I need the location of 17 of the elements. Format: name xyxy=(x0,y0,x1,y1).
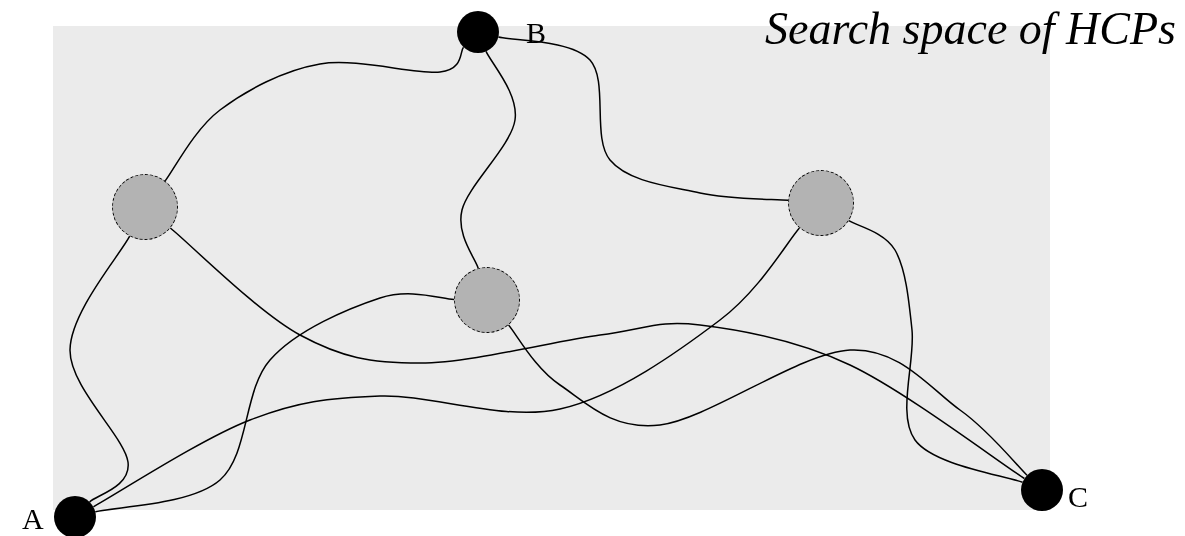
candidate-circle xyxy=(112,174,178,240)
curve-connector xyxy=(169,227,1026,480)
area-title: Search space of HCPs xyxy=(765,6,1176,52)
curve-connector xyxy=(460,50,517,269)
point-label: C xyxy=(1068,482,1088,512)
point-marker xyxy=(1021,469,1063,511)
point-marker xyxy=(457,11,499,53)
curve-connector xyxy=(497,36,789,202)
point-marker xyxy=(54,496,96,536)
curve-connector xyxy=(848,219,1024,484)
curve-connector xyxy=(94,293,455,513)
point-label: A xyxy=(22,504,44,534)
curve-connector xyxy=(507,324,1028,477)
point-label: B xyxy=(526,18,546,48)
curve-connector xyxy=(92,227,801,508)
curve-connector xyxy=(69,235,131,503)
curve-connector xyxy=(164,46,465,182)
